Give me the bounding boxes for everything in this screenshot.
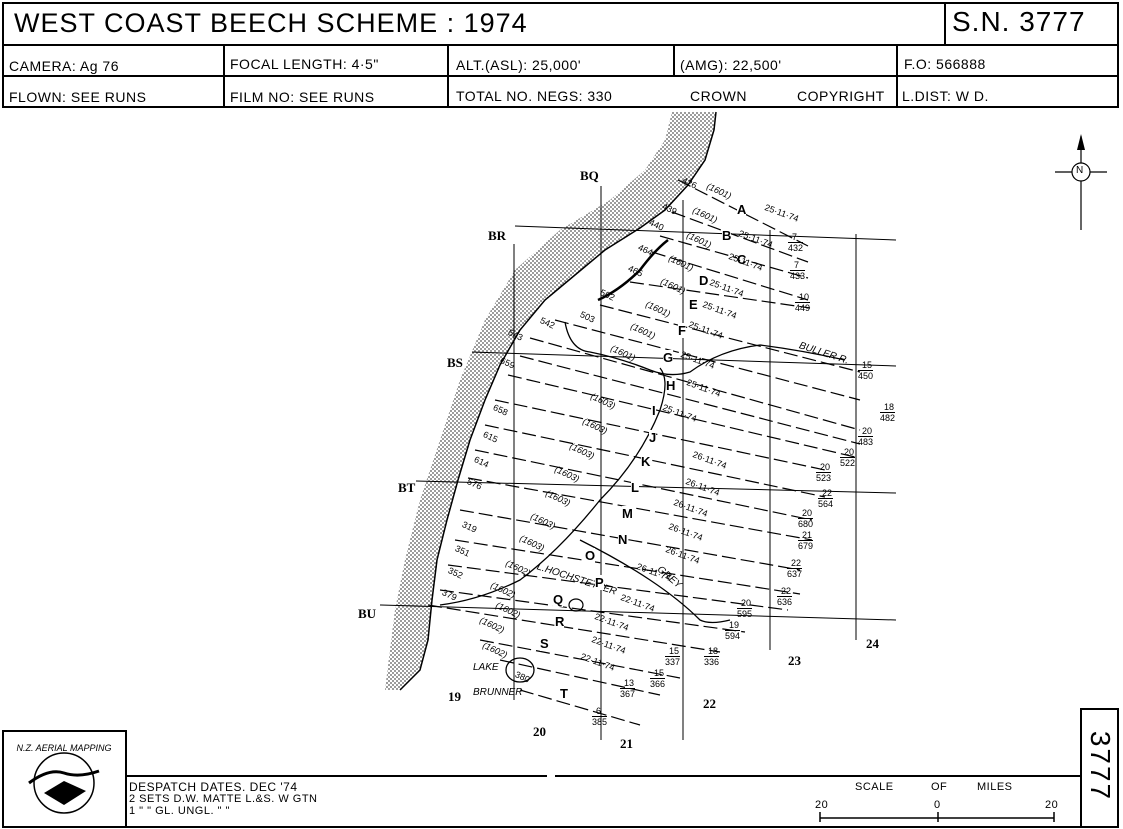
- lake-brunner: [505, 657, 535, 683]
- header-col-2: [447, 44, 449, 106]
- scale-title: SCALE: [855, 781, 894, 793]
- grey-river: [439, 367, 666, 606]
- lake-hochstetter: [568, 598, 584, 612]
- flown-field: FLOWN: SEE RUNS: [9, 89, 147, 105]
- scale-miles: MILES: [977, 781, 1013, 793]
- logo-top: [2, 730, 125, 732]
- header-divider-1: [2, 44, 1119, 46]
- footer-line-3: 1 " " GL. UNGL. " ": [129, 805, 230, 817]
- footer-bottom: [2, 826, 1119, 828]
- title-text: WEST COAST BEECH SCHEME: [14, 8, 439, 38]
- side-number-box: [1080, 708, 1119, 828]
- film-no-field: FILM NO: SEE RUNS: [230, 89, 375, 105]
- header-col-sn: [944, 2, 946, 44]
- logo-right: [125, 730, 127, 828]
- title-year: 1974: [463, 8, 528, 38]
- grid-h-BU: [379, 604, 897, 621]
- header-col-4: [896, 44, 898, 106]
- logo-text: N.Z. AERIAL MAPPING: [16, 743, 111, 753]
- grey-river-branch: [579, 539, 731, 624]
- header-divider-2: [2, 75, 1119, 77]
- scale-right: 20: [1045, 799, 1059, 811]
- flight-runs: [427, 179, 861, 726]
- scale-of: OF: [931, 781, 948, 793]
- grid-h-BR: [514, 225, 897, 241]
- alt-amg-field: (AMG): 22,500': [680, 57, 782, 73]
- total-negs-field: TOTAL NO. NEGS: 330: [456, 88, 613, 104]
- camera-field: CAMERA: Ag 76: [9, 58, 119, 74]
- map-title: WEST COAST BEECH SCHEME : 1974: [14, 8, 528, 39]
- sea-area: [385, 112, 716, 690]
- coastline: [399, 111, 717, 691]
- nz-aerial-mapping-logo: N.Z. AERIAL MAPPING: [16, 743, 112, 814]
- scale-mid: 0: [934, 799, 941, 811]
- fo-field: F.O: 566888: [904, 56, 986, 72]
- header-col-1: [223, 44, 225, 106]
- l-dist-field: L.DIST: W D.: [902, 88, 989, 104]
- footer-divider: [125, 775, 547, 777]
- scale-bar: [819, 812, 1055, 822]
- title-colon: :: [438, 8, 464, 38]
- focal-length-field: FOCAL LENGTH: 4·5": [230, 56, 379, 72]
- footer-left-edge: [2, 730, 4, 828]
- north-arrow: [1055, 134, 1107, 230]
- header-frame: [2, 2, 1119, 108]
- despatch-dates: DESPATCH DATES. DEC '74: [129, 780, 298, 794]
- scale-left: 20: [815, 799, 829, 811]
- header-col-3: [673, 44, 675, 75]
- copyright-field: COPYRIGHT: [797, 88, 885, 104]
- footer-line-2: 2 SETS D.W. MATTE L.&S. W GTN: [129, 793, 318, 805]
- sheet-number: S.N. 3777: [952, 6, 1086, 37]
- footer-divider-right: [555, 775, 1080, 777]
- crown-field: CROWN: [690, 88, 747, 104]
- side-number: 3777: [1085, 730, 1116, 802]
- road-line: [597, 239, 669, 302]
- alt-asl-field: ALT.(ASL): 25,000': [456, 57, 582, 73]
- buller-river: [564, 321, 846, 376]
